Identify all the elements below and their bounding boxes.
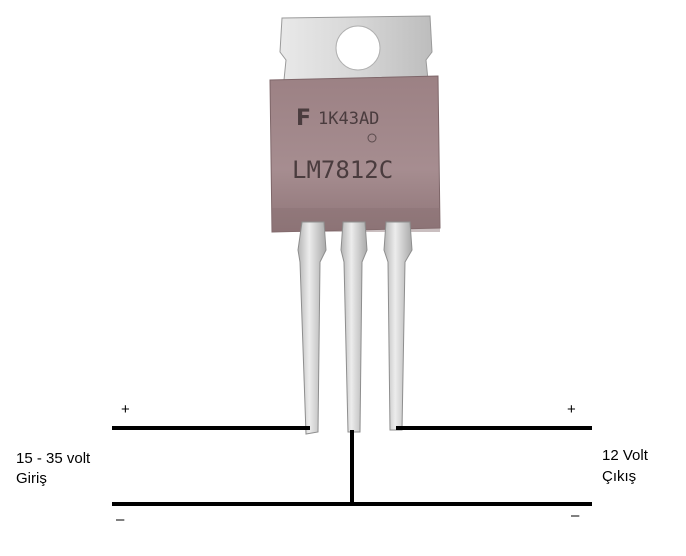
chip-dot: [367, 133, 377, 143]
input-label: Giriş: [16, 470, 47, 487]
pin-ground: [340, 221, 368, 433]
output-label: Çıkış: [602, 468, 637, 485]
output-minus-sign: –: [571, 507, 580, 524]
regulator-body: [269, 75, 441, 233]
input-plus-sign: +: [121, 401, 130, 418]
heatsink-tab: [279, 15, 433, 81]
pin-output: [383, 221, 413, 431]
input-minus-sign: –: [116, 511, 125, 528]
part-number: LM7812C: [292, 156, 393, 184]
circuit-wires: [112, 426, 592, 506]
pin-input: [297, 221, 327, 435]
output-voltage-label: 12 Volt: [602, 447, 648, 464]
output-plus-sign: +: [567, 401, 576, 418]
logo-mark: F: [296, 106, 311, 131]
mounting-hole: [335, 25, 381, 71]
chip-code: 1K43AD: [318, 109, 379, 129]
input-voltage-label: 15 - 35 volt: [16, 450, 91, 467]
